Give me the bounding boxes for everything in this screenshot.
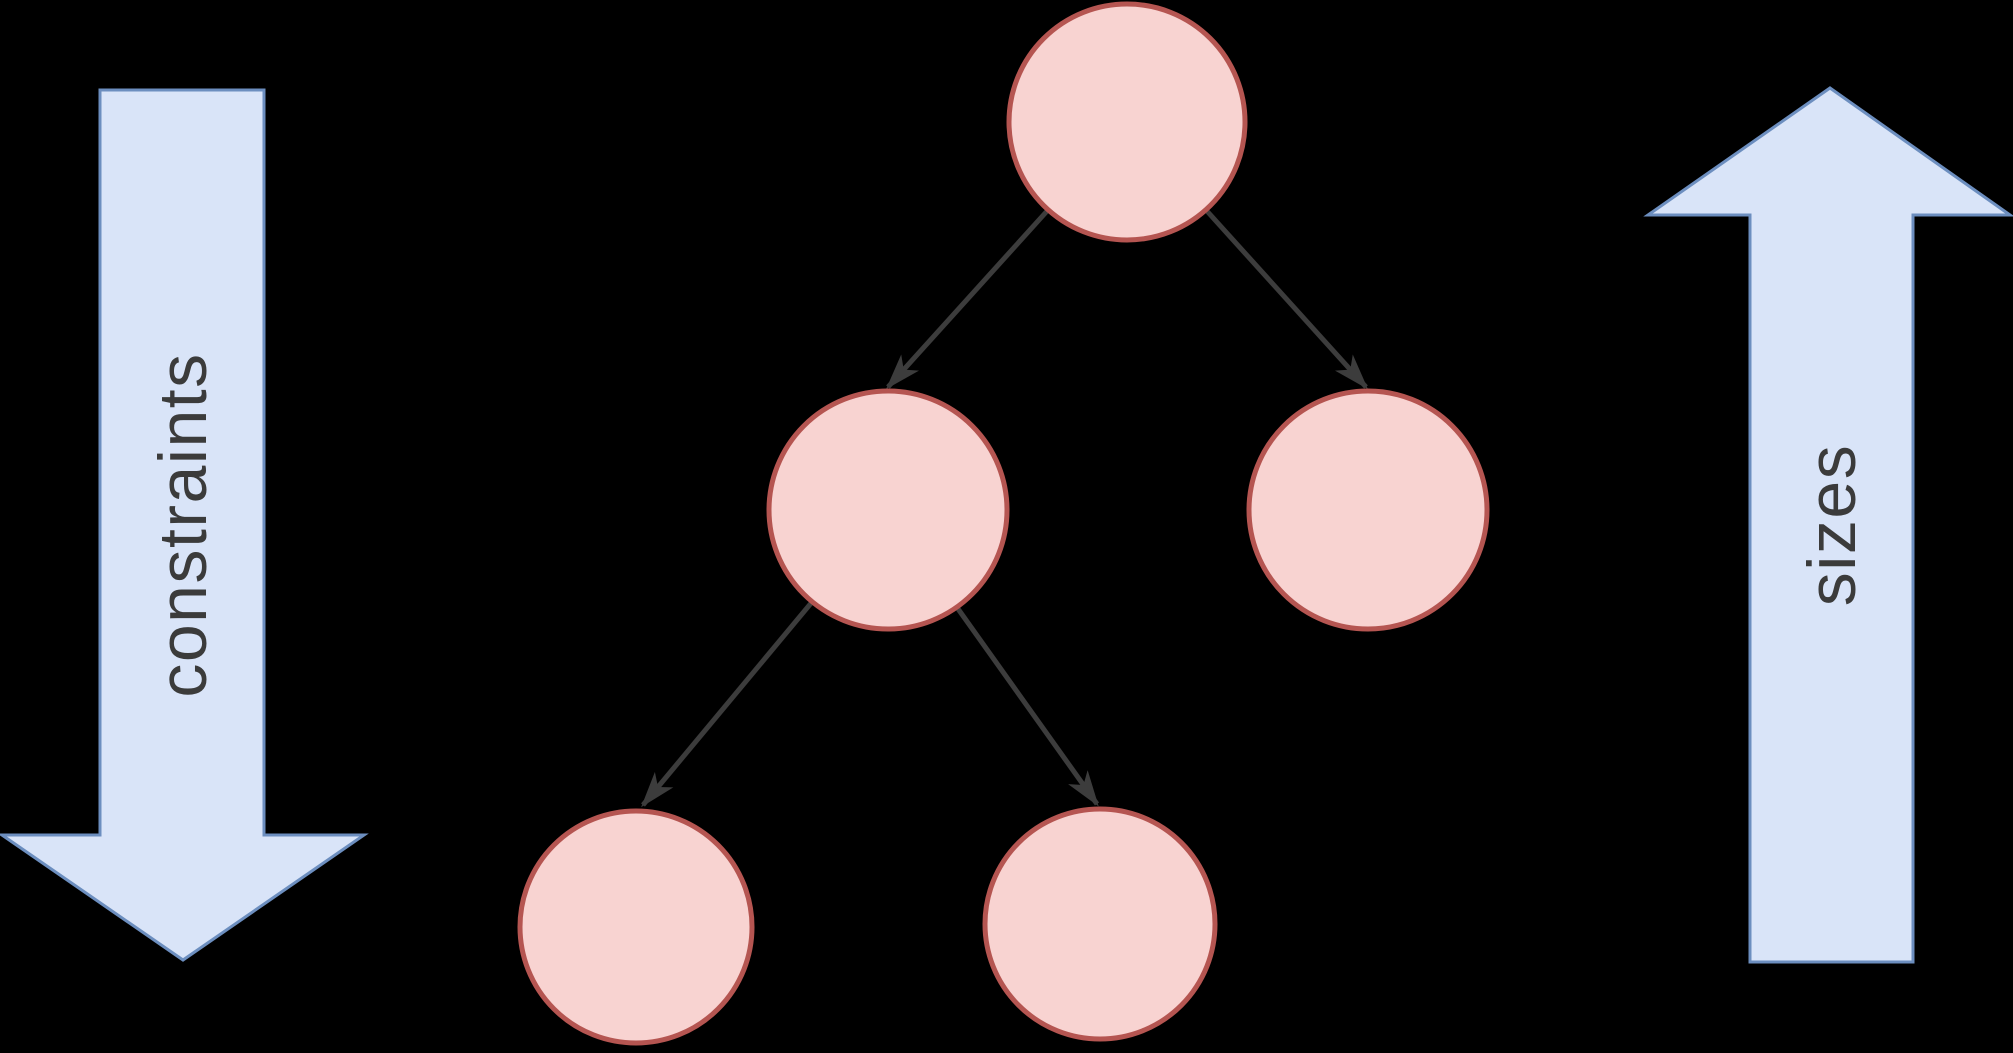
tree-node-grandchild-left	[517, 808, 755, 1046]
constraints-down-arrow-icon	[0, 88, 369, 962]
tree-node-grandchild-right	[982, 806, 1218, 1042]
tree-node-child-right	[1246, 388, 1490, 632]
edge-child-left-to-grandchild-right	[953, 604, 1100, 807]
sizes-up-arrow-icon	[1643, 86, 2013, 964]
sizes-label: sizes	[1794, 444, 1870, 606]
tree-node-child-left	[766, 388, 1010, 632]
constraints-label: constraints	[145, 352, 221, 697]
edge-child-left-to-grandchild-left	[641, 600, 814, 808]
tree-node-root	[1006, 1, 1248, 243]
edge-root-to-child-left	[885, 208, 1050, 390]
edge-root-to-child-right	[1204, 208, 1369, 390]
